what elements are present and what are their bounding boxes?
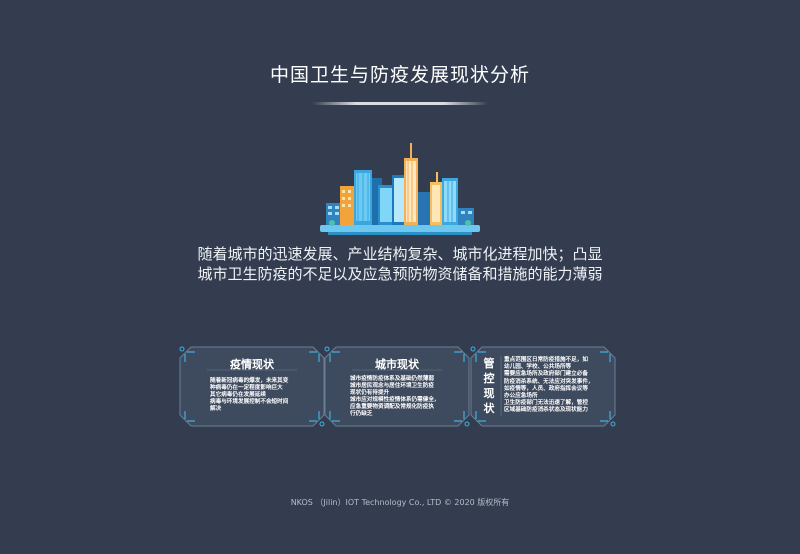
card-body: 重点范围区日常防疫措施不足，如 幼儿园、学校、公共场所等 需要应急场所及政府部门… [504, 357, 608, 415]
intro-text: 随着城市的迅速发展、产业结构复杂、城市化进程加快；凸显 城市卫生防疫的不足以及应… [170, 244, 630, 284]
card-line: 区域基础防疫消杀状态及现状能力 [504, 407, 588, 414]
card-frame [470, 346, 616, 427]
card-frame [324, 346, 470, 427]
footer-copyright: NKOS （Jilin）IOT Technology Co., LTD © 20… [290, 498, 510, 507]
card-line: 需要应急场所及政府部门建立必备 [504, 371, 588, 378]
card-line: 其它病毒仍在发展延续 [210, 392, 266, 398]
card-line: 应急重要物资调配及常规化防疫执 [350, 404, 434, 410]
card-line: 城市疫情防疫体系及基础仍然薄弱 [350, 376, 434, 382]
card-title-char: 管 [483, 357, 495, 370]
card-control-status: 管控现状 重点范围区日常防疫措施不足，如 幼儿园、学校、公共场所等 需要应急场所… [468, 344, 618, 429]
card-line: 城市居民观念与居住环境卫生防疫 [350, 383, 434, 389]
card-line: 办公应急场所 [504, 393, 538, 400]
card-title: 管控现状 [478, 356, 500, 416]
card-body: 城市疫情防疫体系及基础仍然薄弱 城市居民观念与居住环境卫生防疫 现状仍有待提升 … [350, 376, 450, 418]
card-line: 随着新冠病毒的爆发，未来其变 [210, 378, 289, 384]
card-line: 行仍缺乏 [350, 411, 373, 417]
title-underline [312, 102, 488, 105]
card-frame [179, 346, 325, 427]
card-title: 疫情现状 [230, 358, 274, 371]
card-line: 城市应对规模性疫情体系仍需健全， [350, 397, 440, 403]
card-body: 随着新冠病毒的爆发，未来其变 种病毒仍在一定程度影响巨大 其它病毒仍在发展延续 … [210, 378, 310, 413]
card-city-status: 城市现状 城市疫情防疫体系及基础仍然薄弱 城市居民观念与居住环境卫生防疫 现状仍… [322, 344, 472, 429]
card-title: 城市现状 [375, 358, 419, 371]
card-title-char: 现 [483, 387, 495, 400]
card-title-char: 状 [483, 402, 495, 415]
card-line: 幼儿园、学校、公共场所等 [504, 364, 572, 371]
page-title: 中国卫生与防疫发展现状分析 [269, 64, 530, 86]
card-line: 种病毒仍在一定程度影响巨大 [210, 385, 283, 391]
card-title-vertical: 管控现状 [478, 356, 500, 416]
card-line: 现状仍有待提升 [350, 390, 390, 396]
card-line: 如疫情等，人员、政府指挥会议等 [504, 385, 588, 392]
card-line: 卫生防疫部门无法迅速了解，管控 [504, 400, 588, 407]
card-title-char: 控 [483, 372, 495, 385]
card-line: 解决 [210, 406, 222, 412]
city-skyline-illustration [320, 143, 480, 235]
card-epidemic-status: 疫情现状 随着新冠病毒的爆发，未来其变 种病毒仍在一定程度影响巨大 其它病毒仍在… [177, 344, 327, 429]
intro-line-1: 随着城市的迅速发展、产业结构复杂、城市化进程加快；凸显 [197, 245, 603, 263]
card-line: 重点范围区日常防疫措施不足，如 [504, 357, 588, 363]
intro-line-2: 城市卫生防疫的不足以及应急预防物资储备和措施的能力薄弱 [197, 265, 603, 283]
card-line: 病毒与环境发展控制不会短时间 [210, 399, 289, 405]
card-line: 防疫消杀系统、无法应对突发事件， [504, 378, 594, 385]
